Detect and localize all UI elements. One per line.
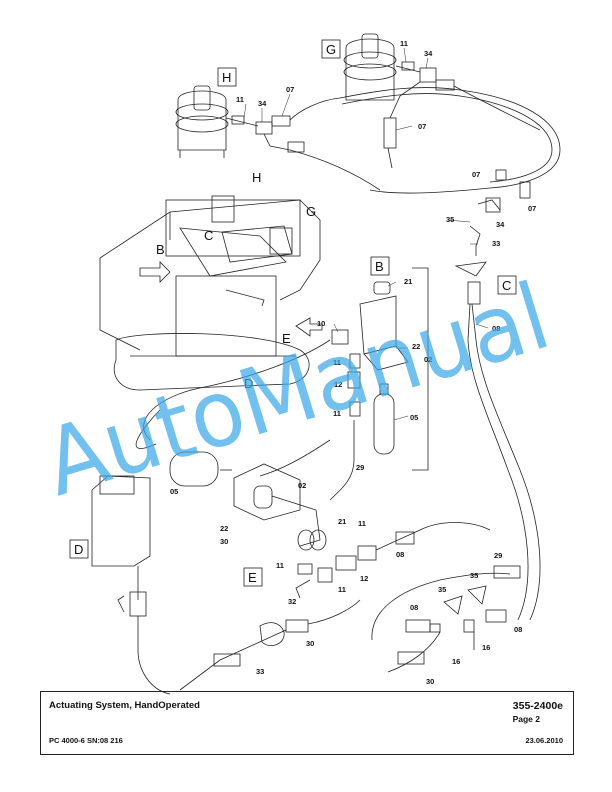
callout-22: 22 [412, 342, 420, 351]
callout-21: 21 [338, 517, 346, 526]
callout-05: 05 [410, 413, 418, 422]
callout-33: 33 [256, 667, 264, 676]
pointer-letter-b: B [156, 242, 165, 257]
callout-12: 12 [334, 380, 342, 389]
detail-b-bracket-assembly [259, 267, 429, 501]
section-label-b: B [370, 256, 390, 276]
section-label-g: G [321, 39, 341, 59]
document-number: 355-2400e [512, 700, 563, 712]
callout-33: 33 [492, 239, 500, 248]
callout-12: 12 [360, 574, 368, 583]
callout-08: 08 [514, 625, 522, 634]
callout-11: 11 [276, 561, 284, 570]
callout-29: 29 [356, 463, 364, 472]
callout-07: 07 [528, 204, 536, 213]
callout-34: 34 [424, 49, 433, 58]
callout-02: 02 [298, 481, 306, 490]
svg-text:D: D [74, 542, 83, 557]
callout-21: 21 [404, 277, 412, 286]
callout-34: 34 [496, 220, 505, 229]
callout-11: 11 [338, 585, 346, 594]
callout-30: 30 [220, 537, 228, 546]
callout-02: 02 [424, 355, 432, 364]
callout-07: 07 [418, 122, 426, 131]
svg-text:B: B [375, 259, 384, 274]
callout-22: 22 [220, 524, 228, 533]
svg-text:C: C [502, 278, 511, 293]
section-label-h: H [217, 67, 237, 87]
pointer-letter-d: D [244, 376, 253, 391]
callout-11: 11 [236, 95, 244, 104]
callout-16: 16 [452, 657, 460, 666]
lower-bottle-assembly [169, 451, 327, 551]
svg-text:E: E [248, 570, 257, 585]
section-labels: H G B C D E H G C B E D [69, 39, 517, 587]
detail-h-tank-assembly [175, 85, 381, 191]
pointer-letter-g: G [306, 204, 316, 219]
page-number: Page 2 [512, 714, 540, 724]
callout-08: 08 [410, 603, 418, 612]
callout-07: 07 [286, 85, 294, 94]
section-label-e: E [243, 567, 263, 587]
pointer-letter-h: H [252, 170, 261, 185]
svg-text:G: G [326, 42, 336, 57]
pointer-letter-e: E [282, 331, 291, 346]
callout-05: 05 [170, 487, 178, 496]
callout-11: 11 [333, 409, 341, 418]
section-label-c: C [497, 275, 517, 295]
callout-11: 11 [333, 358, 341, 367]
callout-34: 34 [258, 99, 267, 108]
callout-35: 35 [446, 215, 454, 224]
callout-35: 35 [470, 571, 478, 580]
detail-e-fittings [179, 522, 491, 691]
leader-lines [243, 47, 489, 421]
title-block: Actuating System, HandOperated 355-2400e… [40, 691, 574, 755]
callout-07: 07 [472, 170, 480, 179]
detail-g-tank-assembly [343, 33, 541, 169]
document-title: Actuating System, HandOperated [49, 700, 200, 711]
hose-routing-right [339, 87, 561, 621]
pointer-letter-c: C [204, 228, 213, 243]
machine-body [99, 195, 331, 449]
section-label-d: D [69, 539, 89, 559]
callout-30: 30 [426, 677, 434, 686]
callout-16: 16 [482, 643, 490, 652]
svg-text:H: H [222, 70, 231, 85]
callout-35: 35 [438, 585, 446, 594]
callout-32: 32 [288, 597, 296, 606]
callout-08: 08 [396, 550, 404, 559]
bottom-right-fittings [371, 565, 521, 673]
detail-d-valve-box [91, 475, 171, 695]
callout-10: 10 [317, 319, 325, 328]
machine-model: PC 4000-6 SN:08 216 [49, 736, 123, 745]
callout-11: 11 [358, 519, 366, 528]
part-callouts: 11 34 07 11 34 07 07 07 35 34 33 08 21 1… [170, 39, 536, 686]
callout-30: 30 [306, 639, 314, 648]
callout-08: 08 [492, 324, 500, 333]
callout-11: 11 [400, 39, 408, 48]
document-date: 23.06.2010 [525, 736, 563, 745]
callout-29: 29 [494, 551, 502, 560]
